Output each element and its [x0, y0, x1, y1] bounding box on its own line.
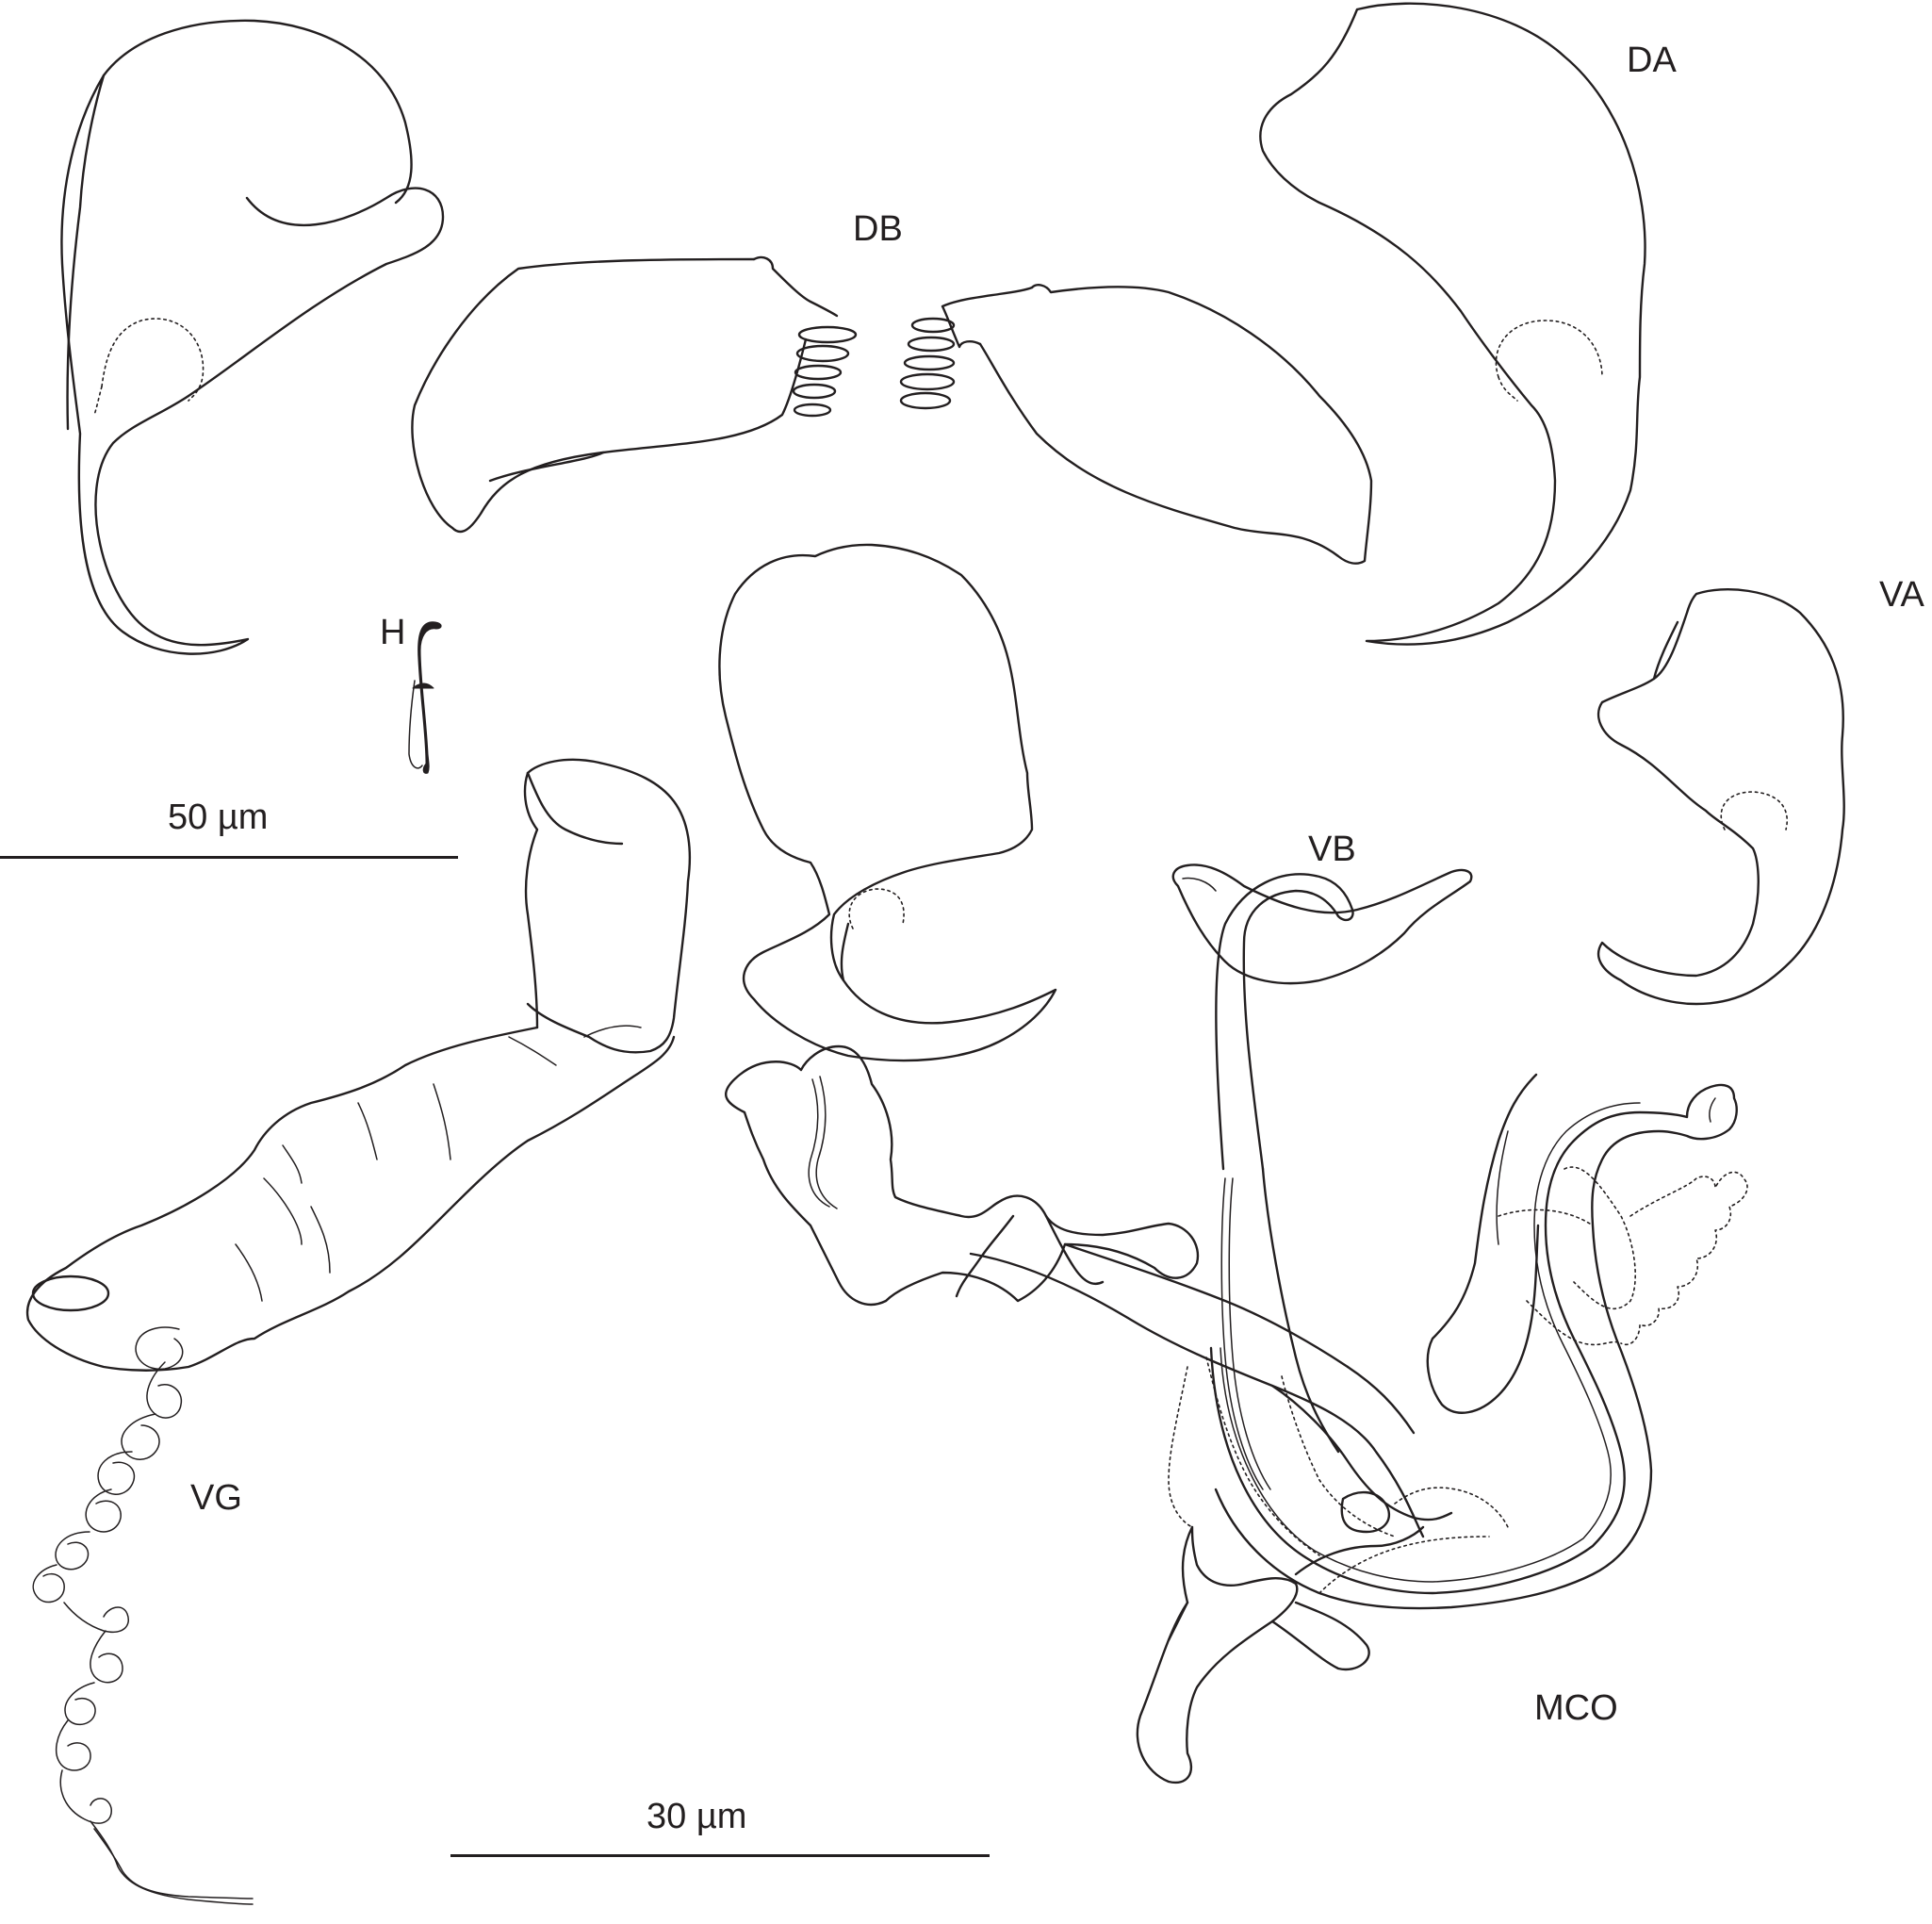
- label-vb: VB: [1308, 830, 1356, 869]
- scale-bar-top-label: 50 µm: [168, 798, 269, 837]
- scale-bar-bottom-label: 30 µm: [647, 1797, 747, 1836]
- ventral-bar: [1171, 863, 1473, 985]
- dorsal-anchor-right: [1259, 2, 1646, 646]
- vagina: [25, 758, 691, 1905]
- ventral-anchor-right: [1596, 588, 1845, 1006]
- dorsal-bar-right-ridges: [899, 317, 956, 410]
- label-db: DB: [853, 209, 903, 249]
- hooklet: [408, 621, 442, 774]
- scale-bar-bottom: [450, 1854, 990, 1857]
- label-h: H: [380, 613, 406, 652]
- dorsal-bar: [411, 255, 1373, 565]
- dorsal-bar-left-ridges: [792, 325, 858, 418]
- scale-bar-top: [0, 856, 458, 859]
- label-mco: MCO: [1534, 1688, 1618, 1728]
- label-va: VA: [1879, 575, 1924, 615]
- male-copulatory-organ: [725, 873, 1748, 1784]
- label-da: DA: [1627, 41, 1677, 80]
- ventral-anchor-center: [718, 543, 1057, 1062]
- dorsal-anchor-left: [60, 19, 445, 655]
- label-vg: VG: [190, 1478, 242, 1518]
